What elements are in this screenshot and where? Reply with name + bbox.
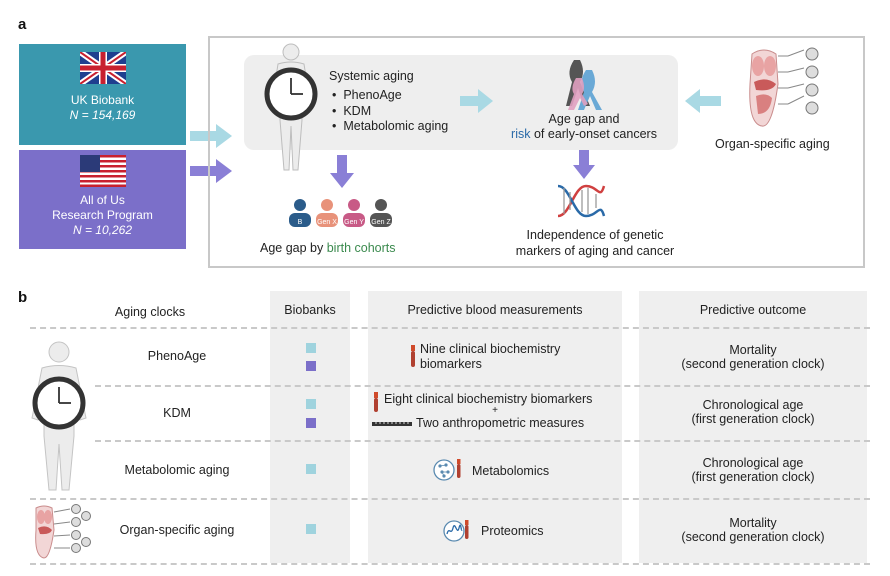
panel-b-label: b xyxy=(18,289,28,306)
header-biobanks: Biobanks xyxy=(284,303,336,317)
biobank-square-allofus xyxy=(306,418,316,428)
human-clock-icon xyxy=(31,341,87,491)
row-divider xyxy=(30,498,870,500)
cohort-badge-genx: Gen X xyxy=(317,219,337,226)
all-of-us-box: All of Us Research Program N = 10,262 xyxy=(19,150,186,249)
systemic-item: • Metabolomic aging xyxy=(332,119,449,133)
ruler-icon xyxy=(372,422,412,426)
clock-phenoage: PhenoAge xyxy=(147,349,207,363)
measure-kdm-1: Eight clinical biochemistry biomarkers xyxy=(384,392,593,406)
us-flag-icon xyxy=(80,155,126,187)
row-divider xyxy=(30,563,870,565)
biobank-square-uk xyxy=(306,343,316,353)
overview-frame xyxy=(208,36,865,268)
panel-a-label: a xyxy=(18,16,27,33)
age-gap-risk-line2: risk of early-onset cancers xyxy=(484,127,684,141)
header-aging-clocks: Aging clocks xyxy=(114,305,186,319)
systemic-item: • KDM xyxy=(332,103,372,118)
cohorts-label: Age gap by birth cohorts xyxy=(260,241,396,255)
risk-rest: of early-onset cancers xyxy=(530,127,657,141)
outcome-metabolomic-1: Chronological age xyxy=(702,456,804,470)
uk-biobank-box: UK Biobank N = 154,169 xyxy=(19,44,186,145)
risk-word: risk xyxy=(511,127,531,141)
row-divider xyxy=(95,440,870,442)
clock-kdm: KDM xyxy=(163,406,191,420)
arrow-down-genetic-icon xyxy=(573,150,595,179)
arrow-uk-icon xyxy=(190,124,232,148)
human-clock-icon xyxy=(264,43,318,171)
all-of-us-name-2: Research Program xyxy=(52,208,153,222)
clock-organ-specific: Organ-specific aging xyxy=(119,523,235,537)
clock-metabolomic: Metabolomic aging xyxy=(124,463,230,477)
genetic-line1: Independence of genetic xyxy=(526,228,664,242)
cohorts-prefix: Age gap by xyxy=(260,241,327,255)
measure-kdm-2: Two anthropometric measures xyxy=(416,416,585,430)
measure-kdm-plus: + xyxy=(492,405,498,416)
all-of-us-name-1: All of Us xyxy=(80,193,125,207)
outcome-kdm-2: (first generation clock) xyxy=(691,412,815,426)
organs-icon xyxy=(35,504,91,559)
cancer-ribbon-icon xyxy=(566,60,602,110)
biobank-square-uk xyxy=(306,524,316,534)
blood-tube-icon xyxy=(411,345,415,367)
measure-metabolomic: Metabolomics xyxy=(472,464,550,478)
systemic-aging-list: • PhenoAge • KDM • Metabolomic aging xyxy=(332,88,448,135)
header-measurements: Predictive blood measurements xyxy=(407,303,583,317)
proteomics-icon xyxy=(443,520,469,542)
systemic-aging-title: Systemic aging xyxy=(329,69,414,83)
outcome-phenoage-2: (second generation clock) xyxy=(681,357,825,371)
cohort-badge-b: B xyxy=(298,219,303,226)
header-outcome: Predictive outcome xyxy=(699,303,807,317)
outcome-phenoage-1: Mortality xyxy=(729,343,777,357)
cohort-badge-geny: Gen Y xyxy=(344,219,364,226)
outcome-column-bg xyxy=(639,291,867,563)
row-divider xyxy=(95,385,870,387)
birth-cohort-icons: B Gen X Gen Y Gen Z xyxy=(289,199,392,227)
all-of-us-n: N = 10,262 xyxy=(72,223,133,237)
arrow-organ-to-cancer-icon xyxy=(685,89,721,113)
metabolomics-icon xyxy=(433,459,461,481)
genetic-line2: markers of aging and cancer xyxy=(515,244,675,258)
cohorts-highlight: birth cohorts xyxy=(326,241,396,255)
measure-phenoage-1: Nine clinical biochemistry xyxy=(420,342,561,356)
organ-specific-label: Organ-specific aging xyxy=(715,137,830,151)
measure-phenoage-2: biomarkers xyxy=(420,357,482,371)
arrow-systemic-to-cancer-icon xyxy=(460,89,493,113)
outcome-organ-2: (second generation clock) xyxy=(681,530,825,544)
uk-biobank-name: UK Biobank xyxy=(70,93,135,107)
outcome-kdm-1: Chronological age xyxy=(702,398,804,412)
outcome-metabolomic-2: (first generation clock) xyxy=(691,470,815,484)
blood-tube-icon xyxy=(374,392,378,412)
row-divider xyxy=(30,327,870,329)
dna-icon xyxy=(557,184,606,218)
measurements-column-bg xyxy=(368,291,622,563)
measure-proteomics: Proteomics xyxy=(481,524,544,538)
arrow-down-cohorts-icon xyxy=(330,155,354,188)
biobank-square-allofus xyxy=(306,361,316,371)
biobank-square-uk xyxy=(306,464,316,474)
age-gap-risk-line1: Age gap and xyxy=(548,112,620,126)
uk-flag-icon xyxy=(80,52,126,84)
systemic-item: • PhenoAge xyxy=(332,88,402,102)
arrow-allofus-icon xyxy=(190,159,232,183)
uk-biobank-n: N = 154,169 xyxy=(69,108,136,122)
organs-icon xyxy=(749,47,819,127)
cohort-badge-genz: Gen Z xyxy=(371,219,391,226)
outcome-organ-1: Mortality xyxy=(729,516,777,530)
biobank-square-uk xyxy=(306,399,316,409)
